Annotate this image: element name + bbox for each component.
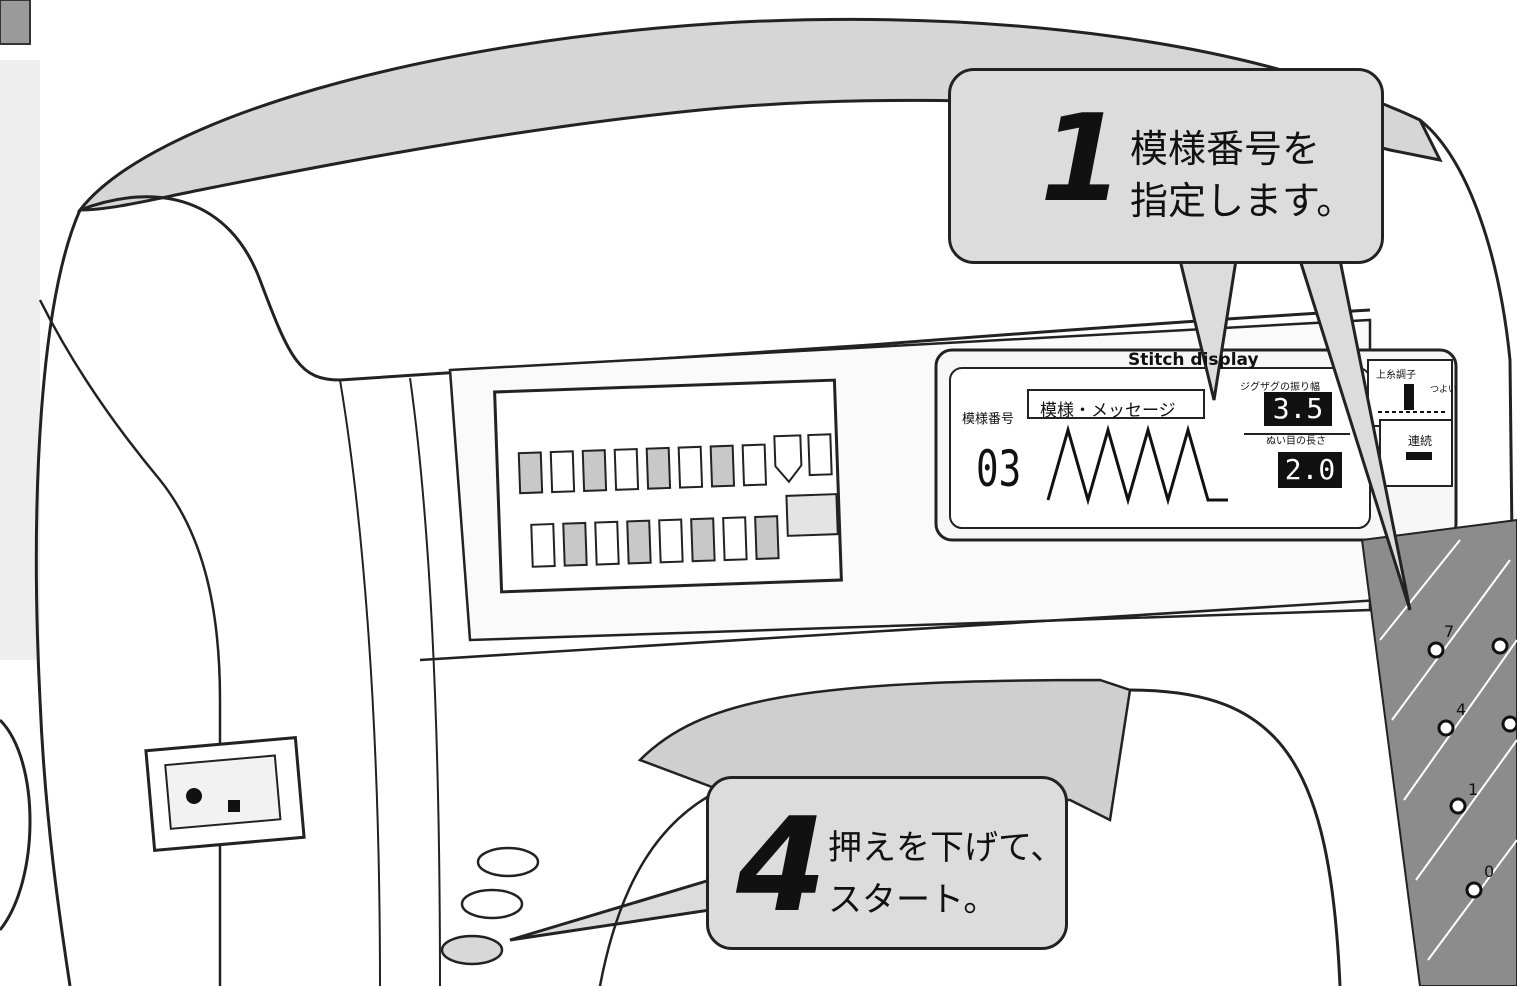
- pattern-button[interactable]: [549, 450, 576, 494]
- pattern-button[interactable]: [709, 444, 736, 488]
- reverse-button[interactable]: [460, 888, 524, 920]
- pattern-button[interactable]: [645, 446, 672, 490]
- tension-mark: 1: [1468, 780, 1479, 799]
- stitch-width-label: ジグザグの振り幅: [1240, 382, 1320, 393]
- machine-arm-lower: [38, 299, 222, 986]
- pattern-button[interactable]: [581, 449, 608, 492]
- pattern-button[interactable]: [626, 519, 652, 565]
- pattern-button[interactable]: [773, 434, 803, 484]
- step-1-text-line-2: 指定します。: [1130, 179, 1355, 223]
- left-edge-curve: [0, 718, 32, 931]
- tension-dial-hatching: [1379, 539, 1517, 961]
- machine-column-line: [339, 379, 381, 986]
- front-panel-lower-edge: [419, 598, 1381, 662]
- bobbin-marker: [228, 800, 240, 812]
- stitch-length-value: 2.0: [1278, 452, 1342, 488]
- continuous-label: 連続: [1408, 434, 1433, 448]
- pattern-button[interactable]: [613, 448, 640, 491]
- pattern-button[interactable]: [741, 443, 768, 487]
- tension-mark: 4: [1456, 700, 1467, 719]
- stitch-length-label: ぬい目の長さ: [1266, 436, 1326, 447]
- needle-up-down-button[interactable]: [476, 846, 540, 878]
- pattern-button[interactable]: [754, 515, 780, 560]
- pattern-number-value: 03: [976, 440, 1022, 498]
- machine-arm-inner: [79, 195, 1371, 382]
- pattern-button[interactable]: [677, 445, 704, 489]
- pattern-buttons-row-1: [517, 433, 833, 495]
- tension-dial[interactable]: [1360, 518, 1517, 986]
- bobbin-icon: [186, 788, 202, 804]
- corner-tab: [0, 0, 31, 45]
- callout-step-4: [706, 776, 1068, 950]
- tension-mark: 0: [1484, 862, 1495, 881]
- pattern-button[interactable]: [594, 520, 620, 566]
- step-4-text-line-2: スタート。: [828, 880, 998, 920]
- tension-dial-dots: [1427, 637, 1517, 899]
- pattern-name-box: [1027, 389, 1205, 419]
- zigzag-stitch-preview: [1046, 424, 1228, 506]
- tension-mark: 7: [1444, 622, 1455, 641]
- pattern-button[interactable]: [530, 522, 556, 568]
- left-background-shade: [0, 60, 40, 660]
- step-4-number: 4: [736, 789, 827, 941]
- thread-tension-label: 上糸調子: [1376, 370, 1416, 381]
- pattern-button[interactable]: [722, 516, 748, 562]
- stitch-width-value: 3.5: [1264, 392, 1332, 426]
- thread-tension-sub-label: つよい: [1430, 385, 1458, 395]
- step-1-number: 1: [1040, 90, 1124, 229]
- callout4-tail: [509, 877, 712, 942]
- needle-area-outline: [598, 788, 721, 986]
- bobbin-window-inner: [164, 754, 282, 830]
- pattern-button[interactable]: [517, 451, 544, 495]
- step-1-text-line-1: 模様番号を: [1130, 127, 1321, 171]
- continuous-indicator: [1406, 452, 1432, 460]
- pattern-buttons-row-2: [530, 493, 839, 568]
- pattern-button[interactable]: [562, 521, 588, 567]
- pattern-number-label: 模様番号: [962, 412, 1015, 427]
- start-stop-button[interactable]: [440, 934, 504, 966]
- machine-column-line-2: [409, 377, 441, 986]
- pattern-button[interactable]: [658, 518, 684, 564]
- pattern-name-value: 模様・メッセージ: [1040, 401, 1176, 421]
- callout-step-1: [948, 68, 1384, 264]
- step-4-text-line-1: 押えを下げて、: [828, 828, 1065, 868]
- machine-right-edge: [1419, 118, 1517, 986]
- message-button[interactable]: [785, 493, 839, 537]
- machine-body-outline: [34, 209, 82, 986]
- bed-right-curve: [1129, 688, 1342, 986]
- tension-indicator: [1404, 384, 1414, 410]
- stitch-display-title: Stitch display: [1128, 350, 1259, 370]
- pattern-button[interactable]: [807, 433, 833, 477]
- pattern-button[interactable]: [690, 517, 716, 563]
